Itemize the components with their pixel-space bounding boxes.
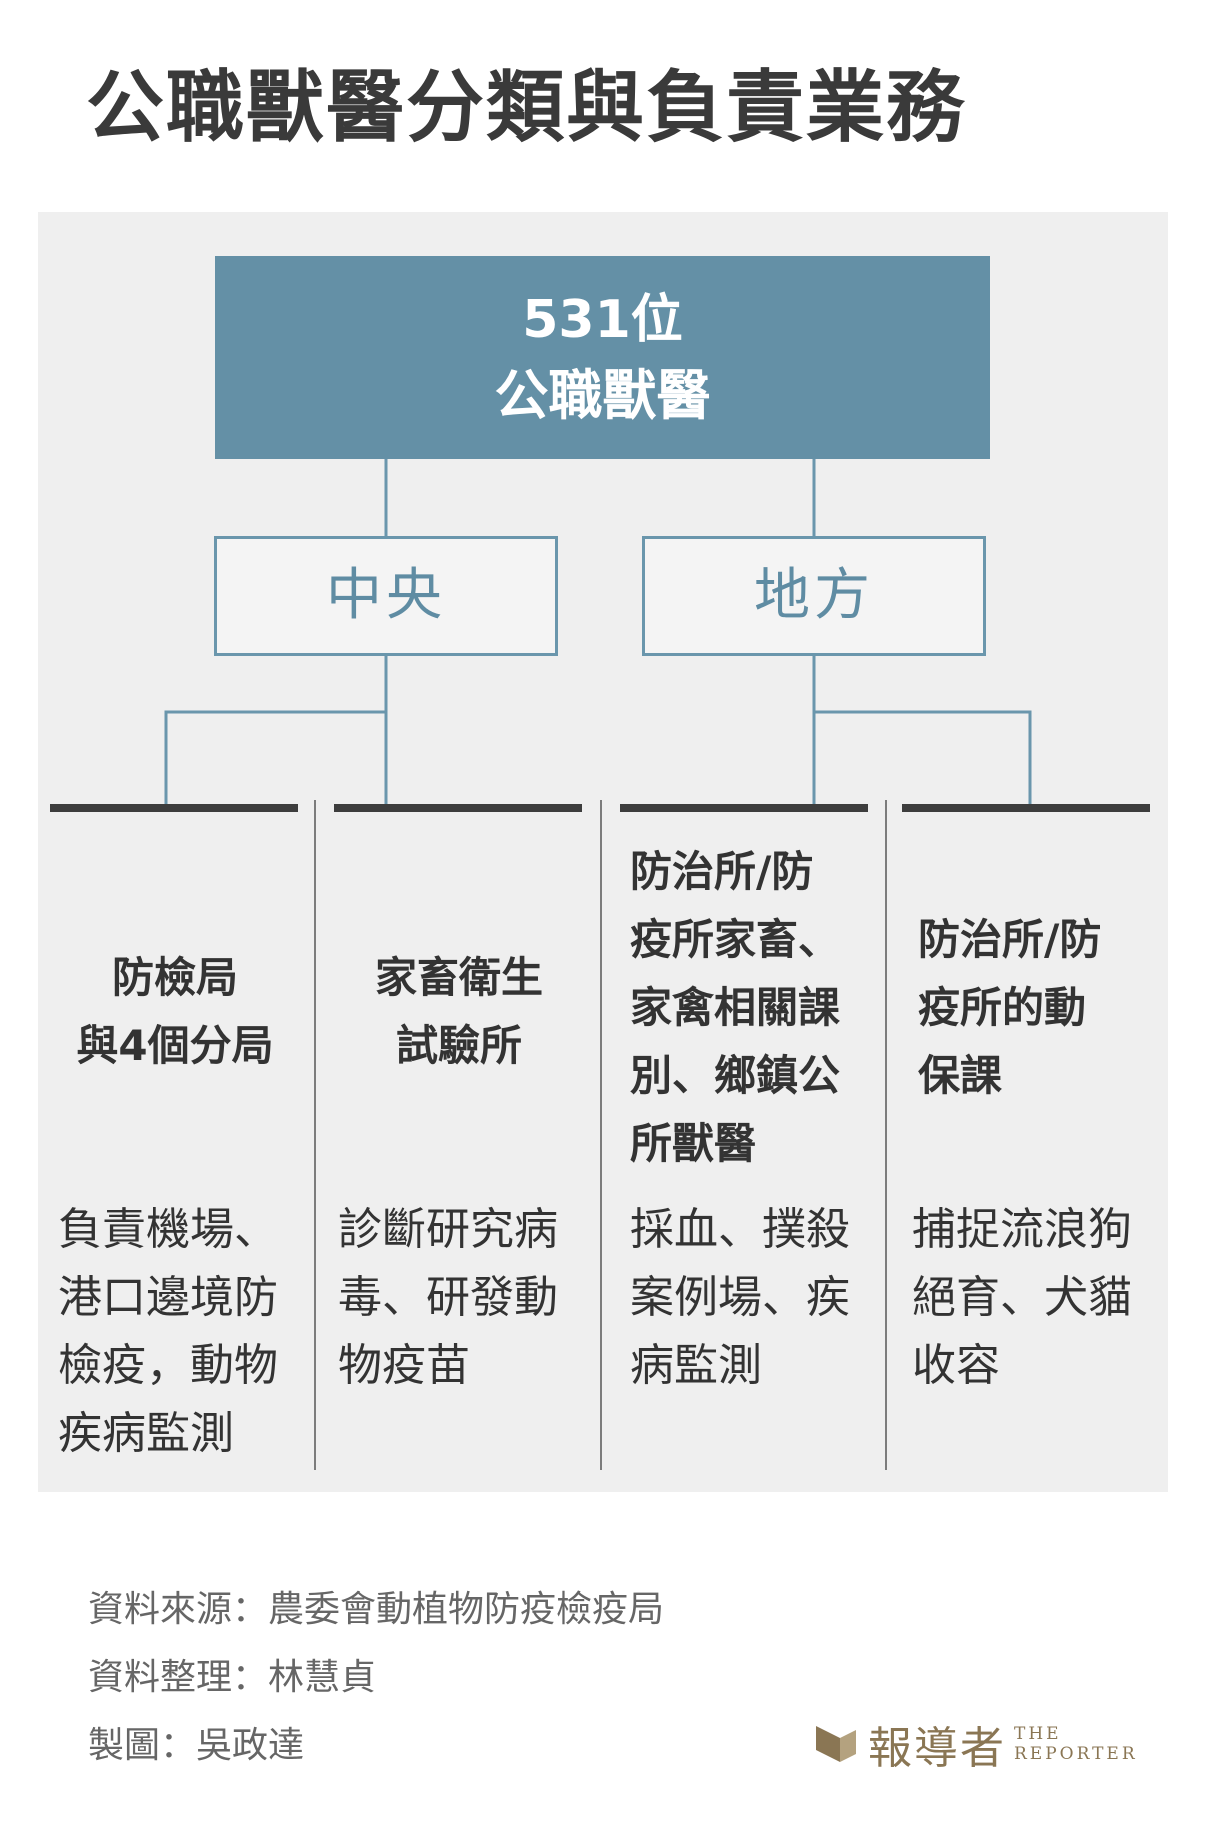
column-4-heading: 防治所/防 疫所的動 保課 bbox=[918, 915, 1102, 1100]
column-3-heading: 防治所/防 疫所家畜、 家禽相關課 別、鄉鎮公 所獸醫 bbox=[630, 847, 841, 1168]
logo-english-name: THE REPORTER bbox=[1014, 1724, 1138, 1764]
source-credit: 資料來源：農委會動植物防疫檢疫局 bbox=[88, 1589, 665, 1630]
total-vets-label: 公職獸醫 bbox=[494, 364, 711, 427]
total-vets-box: 531位 公職獸醫 bbox=[215, 256, 990, 459]
reporter-mark-icon bbox=[816, 1726, 856, 1762]
local-branch-box: 地方 bbox=[642, 536, 986, 656]
total-vets-count: 531位 bbox=[522, 290, 683, 350]
connector-local-to-col4 bbox=[814, 710, 1032, 804]
connector-central-to-col1 bbox=[164, 710, 386, 804]
column-divider-1 bbox=[314, 800, 316, 1470]
column-2-heading: 家畜衛生 試驗所 bbox=[374, 953, 543, 1070]
logo-chinese-name: 報導者 bbox=[868, 1723, 1006, 1774]
compiled-by-credit: 資料整理：林慧貞 bbox=[88, 1657, 377, 1698]
designed-by-credit: 製圖：吳政達 bbox=[88, 1725, 305, 1766]
column-1-bar bbox=[50, 804, 298, 812]
column-4-description: 捕捉流浪狗絕育、犬貓收容 bbox=[912, 1204, 1132, 1391]
column-divider-2 bbox=[600, 800, 602, 1470]
central-branch-box: 中央 bbox=[214, 536, 558, 656]
column-3-bar bbox=[620, 804, 868, 812]
column-divider-3 bbox=[885, 800, 887, 1470]
column-1-heading: 防檢局 與4個分局 bbox=[76, 953, 274, 1070]
column-2-bar bbox=[334, 804, 582, 812]
column-3-description: 採血、撲殺案例場、疾病監測 bbox=[630, 1204, 850, 1391]
column-2-description: 診斷研究病毒、研發動物疫苗 bbox=[338, 1204, 558, 1391]
column-4-bar bbox=[902, 804, 1150, 812]
the-reporter-logo: 報導者 THE REPORTER bbox=[814, 1714, 1138, 1774]
column-1-description: 負責機場、港口邊境防檢疫，動物疾病監測 bbox=[58, 1204, 278, 1459]
chart-title: 公職獸醫分類與負責業務 bbox=[86, 63, 967, 153]
